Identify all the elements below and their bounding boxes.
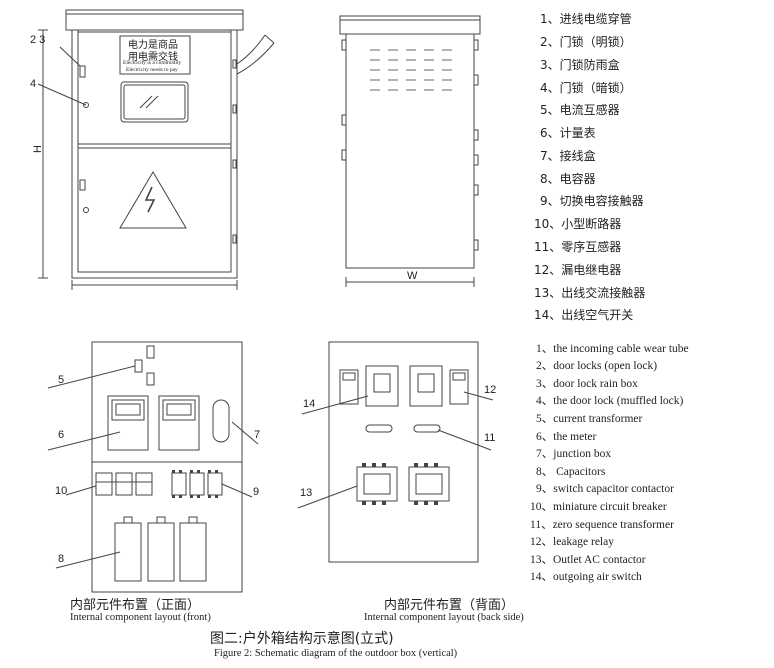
caption-internal-front-en: Internal component layout (front) [70,612,211,623]
legend-cn-item: 2、门锁（明锁） [540,35,632,49]
legend-cn-item: 14、出线空气开关 [534,308,634,322]
callout-10: 10 [55,485,68,497]
figure-caption-en: Figure 2: Schematic diagram of the outdo… [214,648,458,659]
legend-en-item: 10、miniature circuit breaker [530,501,667,513]
callout-8: 8 [58,553,65,565]
callout-11: 11 [484,432,496,444]
callout-14: 14 [303,398,316,410]
legend-cn-item: 10、小型断路器 [534,217,622,231]
callout-2-3: 2 3 [30,34,46,46]
dimension-w: W [407,270,418,282]
legend-en-item: 6、the meter [536,431,597,443]
legend-en-item: 13、Outlet AC contactor [530,554,646,566]
legend-cn-item: 9、切换电容接触器 [540,194,644,208]
callout-7: 7 [254,429,261,441]
legend-en-item: 14、outgoing air switch [530,571,642,583]
callout-9: 9 [253,486,260,498]
sign-text-en-1: Electricity is a commodity [123,60,182,66]
contactor-terminals [172,463,438,505]
legend-cn-item: 5、电流互感器 [540,103,620,117]
legend-cn-item: 6、计量表 [540,126,596,140]
callout-13: 13 [300,487,313,499]
legend-en-item: 5、current transformer [536,413,643,425]
legend-en-item: 12、leakage relay [530,536,614,548]
caption-internal-back-cn: 内部元件布置（背面） [384,598,515,613]
legend-en-item: 8、 Capacitors [536,466,606,478]
side-vent-slots [370,49,452,91]
sign-text-en-2: Electricity needs to pay [126,67,178,73]
callout-6: 6 [58,429,65,441]
legend-cn-item: 11、零序互感器 [534,240,622,254]
legend-en-item: 1、the incoming cable wear tube [536,343,689,355]
legend-cn-item: 7、接线盒 [540,149,596,163]
legend-cn-item: 3、门锁防雨盒 [540,58,620,72]
legend-en-item: 7、junction box [536,448,612,460]
legend-en-item: 9、switch capacitor contactor [536,483,674,495]
side-view-cabinet [339,15,481,287]
legend-cn-item: 12、漏电继电器 [534,263,622,277]
legend-cn-item: 4、门锁（暗锁） [540,81,632,95]
callout-5: 5 [58,374,65,386]
caption-internal-back-en: Internal component layout (back side) [364,612,524,623]
caption-internal-front-cn: 内部元件布置（正面） [70,598,201,613]
legend-en-item: 11、zero sequence transformer [530,519,674,531]
sign-text-cn-1: 电力是商品 [128,40,178,51]
sign-text-cn-2: 用电需交钱 [128,52,178,63]
dimension-h: H [31,145,44,153]
legend-en-item: 3、door lock rain box [536,378,638,390]
legend-en-item: 2、door locks (open lock) [536,360,658,372]
legend-cn-item: 13、出线交流接触器 [534,286,646,300]
legend-en-item: 4、the door lock (muffled lock) [536,395,684,407]
legend-cn-item: 8、电容器 [540,172,596,186]
callout-4: 4 [30,78,37,90]
front-view-cabinet [37,9,275,290]
callout-12: 12 [484,384,497,396]
internal-front-panel [47,341,259,593]
figure-caption-cn: 图二:户外箱结构示意图(立式) [210,631,394,647]
internal-back-panel [297,341,494,563]
legend-cn-item: 1、进线电缆穿管 [540,12,632,26]
